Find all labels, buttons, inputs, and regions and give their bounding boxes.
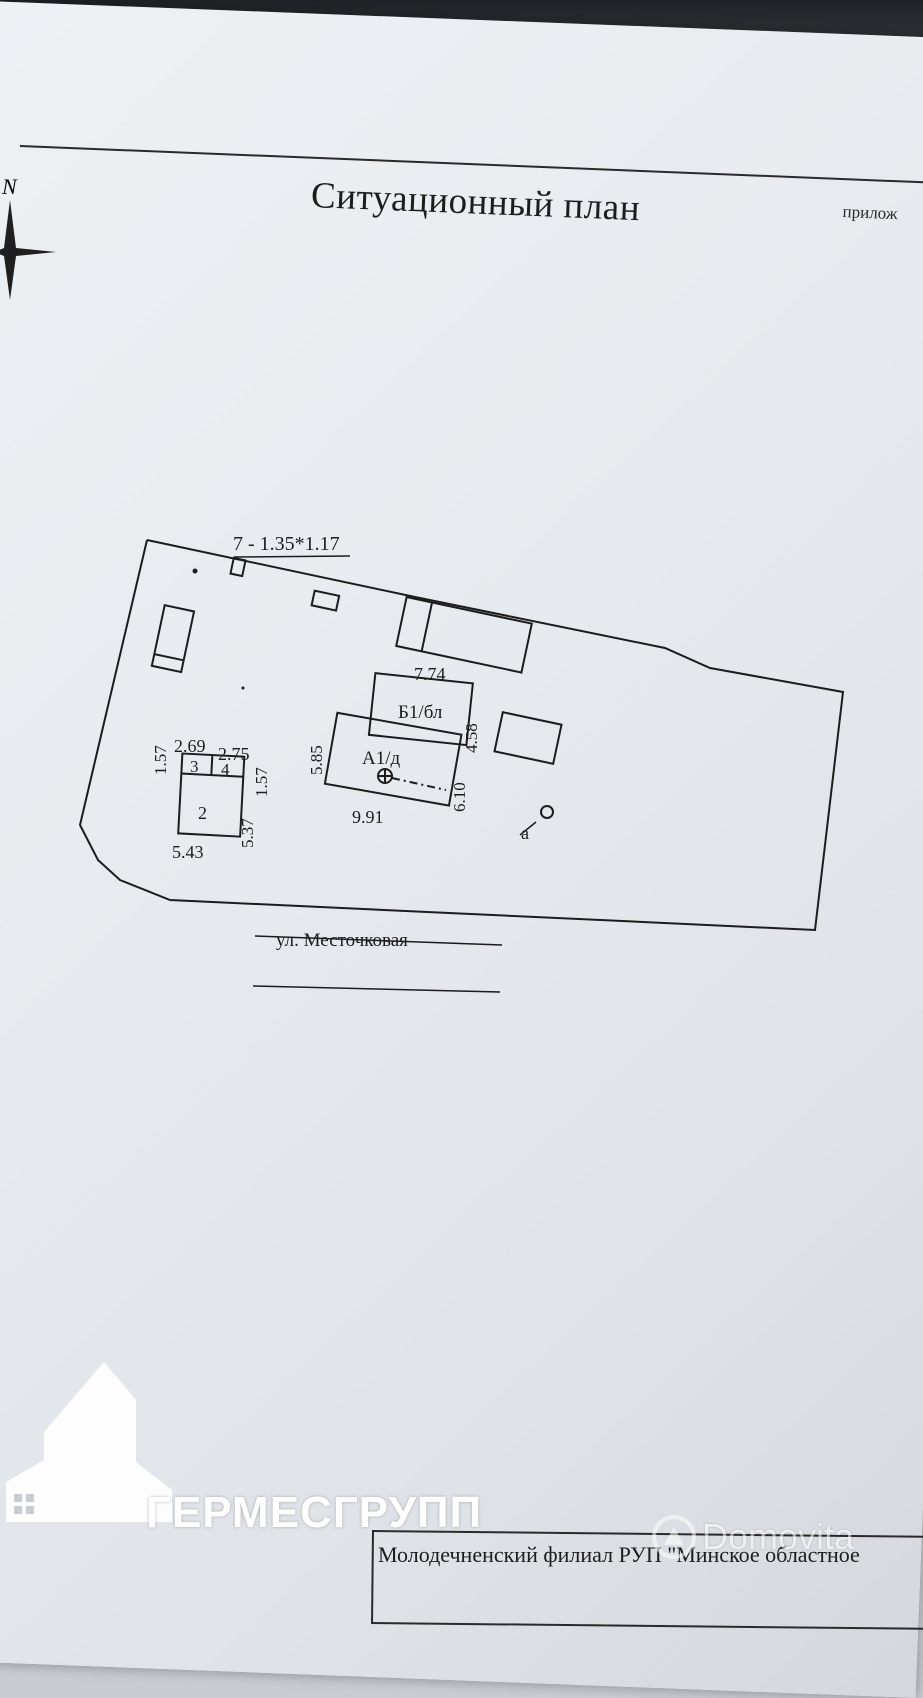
- building-along-fence: [395, 595, 534, 674]
- dim-left: 1.57: [151, 745, 170, 775]
- domovita-watermark: Domovita: [652, 1512, 912, 1562]
- well-marker: [540, 805, 554, 819]
- plot-boundary: [78, 539, 845, 932]
- annex-right-dimension: 4.58: [462, 723, 481, 753]
- room-2-label: 2: [198, 803, 207, 823]
- building-right: [493, 711, 563, 765]
- dim-right: 5.37: [238, 818, 257, 848]
- house-annex-b1: [367, 672, 474, 747]
- north-arrow-icon: N: [0, 174, 56, 300]
- main-left-dimension: 5.85: [307, 745, 326, 775]
- site-plan-drawing: 7 - 1.35*1.17 2.69 2.75 1.57 1.57 5.37 5…: [78, 533, 845, 993]
- domovita-logo-icon: [652, 1515, 696, 1559]
- germesgrupp-logo-icon: [6, 1362, 172, 1522]
- main-house-label: А1/д: [362, 748, 401, 769]
- main-right-dimension: 6.10: [450, 782, 469, 812]
- dim-top-b: 2.75: [218, 744, 250, 764]
- dim-top-a: 2.69: [174, 736, 206, 756]
- street-name: ул. Месточковая: [276, 930, 408, 951]
- watermark-text: Domovita: [702, 1516, 855, 1557]
- footer-issuer: Молодечненский филиал РУП "Минское облас…: [378, 1542, 860, 1567]
- room-4-label: 4: [221, 760, 230, 779]
- dim-right-upper: 1.57: [252, 767, 271, 797]
- north-label: N: [1, 174, 18, 199]
- annex-top-dimension: 7.74: [414, 664, 446, 684]
- shed-dimension-label: 7 - 1.35*1.17: [233, 533, 340, 555]
- agency-logo-text: ГЕРМЕСГРУПП: [146, 1488, 483, 1537]
- room-3-label: 3: [190, 757, 199, 776]
- annex-label: Б1/бл: [398, 702, 443, 723]
- shed-7: [229, 556, 247, 578]
- garage: [150, 603, 196, 674]
- small-structure: [310, 589, 341, 612]
- outbuilding-2: [177, 752, 246, 838]
- dim-bottom: 5.43: [172, 842, 204, 862]
- house-main-a1: [323, 711, 463, 807]
- well-label: а: [521, 823, 529, 843]
- main-bottom-dimension: 9.91: [352, 807, 384, 827]
- shed-7-leader: [233, 555, 351, 558]
